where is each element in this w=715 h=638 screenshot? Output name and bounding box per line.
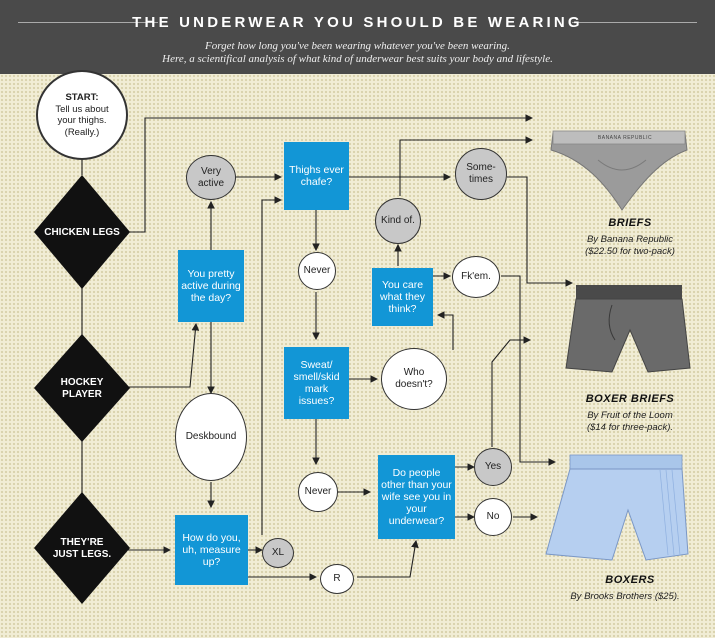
line-fk-boxers: [501, 275, 557, 466]
subtitle-line-2: Here, a scientifical analysis of what ki…: [162, 53, 553, 65]
circle-r: R: [320, 564, 354, 594]
diamond-hockey-player: [34, 334, 130, 442]
boxer-briefs-byline: By Fruit of the Loom ($14 for three-pack…: [586, 410, 674, 433]
boxer-briefs-illustration: [565, 285, 691, 373]
line-kind-briefs: [399, 136, 534, 196]
briefs-illustration: [550, 130, 688, 211]
briefs-title: BRIEFS: [608, 217, 652, 229]
subtitle-line-1: Forget how long you've been wearing what…: [205, 40, 510, 52]
circle-never-2: Never: [298, 472, 338, 512]
circle-kind-of: Kind of.: [375, 198, 421, 244]
page-title: THE UNDERWEAR YOU SHOULD BE WEARING: [132, 14, 583, 31]
line-r-people: [357, 539, 419, 578]
line-chicken-briefs: [128, 114, 534, 233]
box-care-think: You care what they think?: [372, 268, 433, 326]
start-text: Tell us about your thighs. (Really.): [55, 103, 109, 138]
boxers-byline: By Brooks Brothers ($25).: [570, 591, 680, 602]
diamond-hockey-label: HOCKEY PLAYER: [60, 377, 104, 400]
start-node: START: Tell us about your thighs. (Reall…: [36, 70, 128, 160]
diamond-chicken-label: CHICKEN LEGS: [44, 227, 120, 238]
boxers-illustration: [545, 454, 689, 561]
line-who-care: [436, 311, 454, 350]
circle-sometimes: Some- times: [455, 148, 507, 200]
circle-very-active: Very active: [186, 155, 236, 200]
line-hockey-active: [128, 322, 200, 388]
briefs-byline: By Banana Republic ($22.50 for two-pack): [585, 234, 675, 257]
box-measure-up: How do you, uh, measure up?: [175, 515, 248, 585]
diamond-just-legs: [34, 492, 130, 604]
circle-xl: XL: [262, 538, 294, 568]
diamond-chicken-legs: [34, 175, 130, 289]
circle-who-doesnt: Who doesn't?: [381, 348, 447, 410]
line-yes-boxerbriefs: [491, 336, 532, 447]
boxer-briefs-title: BOXER BRIEFS: [585, 393, 675, 405]
box-sweat-issues: Sweat/ smell/skid mark issues?: [284, 347, 349, 419]
line-some-boxerbriefs: [507, 176, 574, 287]
title-rule-left: [18, 22, 158, 23]
circle-fk-em: Fk'em.: [452, 256, 500, 298]
briefs-band-text: BANANA REPUBLIC: [597, 135, 653, 141]
boxers-title: BOXERS: [605, 574, 655, 586]
header-banner: THE UNDERWEAR YOU SHOULD BE WEARING Forg…: [0, 0, 715, 74]
circle-no: No: [474, 498, 512, 536]
title-rule-right: [572, 22, 697, 23]
circle-yes: Yes: [474, 448, 512, 486]
box-thighs-chafe: Thighs ever chafe?: [284, 142, 349, 210]
line-xl-chafe: [261, 196, 283, 535]
start-label: START:: [65, 92, 99, 103]
box-active-day: You pretty active during the day?: [178, 250, 244, 322]
box-people-see: Do people other than your wife see you i…: [378, 455, 455, 539]
circle-deskbound: Deskbound: [175, 393, 247, 481]
circle-never-1: Never: [298, 252, 336, 290]
diamond-just-label: THEY'RE JUST LEGS.: [52, 537, 112, 560]
